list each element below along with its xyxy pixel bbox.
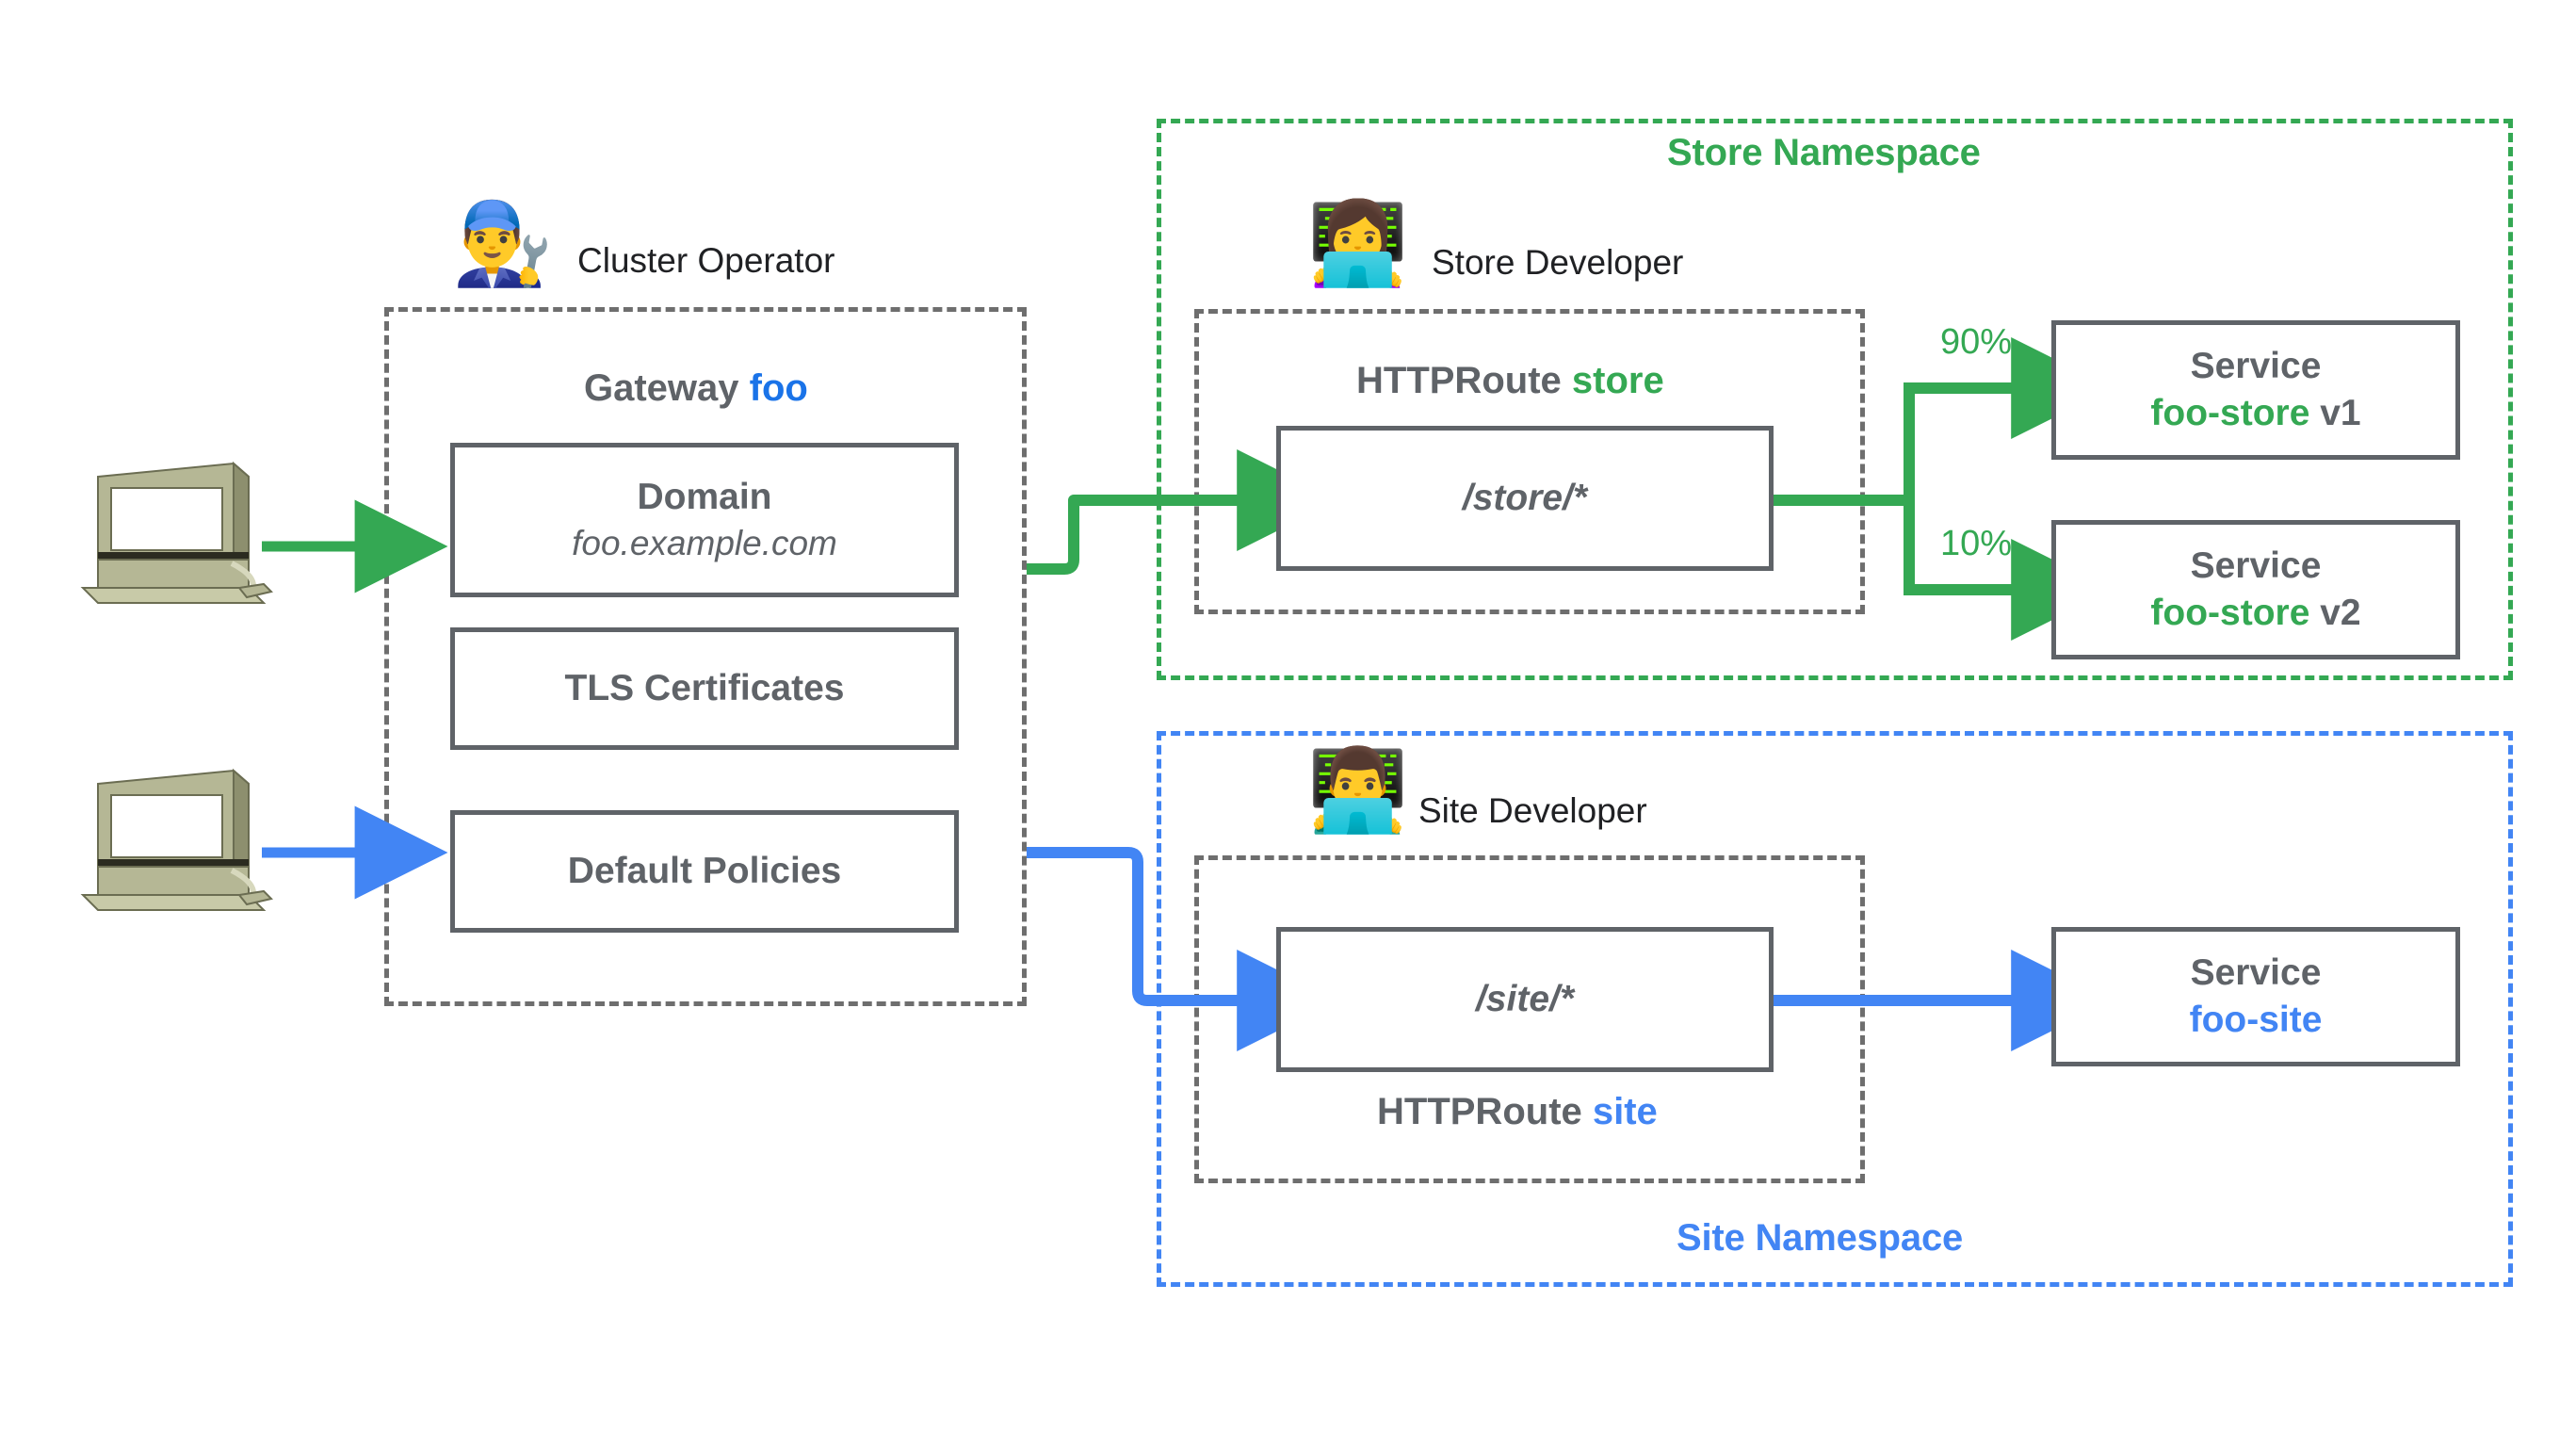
site-httproute-caption-prefix: HTTPRoute [1377, 1091, 1593, 1132]
gateway-item-default-policies[interactable]: Default Policies [450, 810, 959, 933]
site-httproute-caption: HTTPRoute site [1377, 1091, 1658, 1133]
site-namespace-container [1157, 731, 2513, 1287]
service-foo-store-v1-name-text: foo-store [2150, 393, 2310, 433]
desktop-computer-icon [80, 461, 273, 604]
service-foo-store-v1-title: Service [2190, 345, 2322, 386]
store-backend-v1-weight: 90% [1940, 322, 2013, 362]
gateway-item-policies-title: Default Policies [567, 850, 842, 891]
site-developer-avatar: 👨‍💻 [1307, 743, 1409, 837]
site-route-path-text: /site/* [1475, 978, 1575, 1019]
gateway-item-domain-title: Domain [637, 477, 772, 518]
site-httproute-group-box [1194, 855, 1865, 1183]
service-foo-store-v2-name-text: foo-store [2150, 593, 2310, 633]
store-httproute-caption-prefix: HTTPRoute [1356, 360, 1572, 401]
site-httproute-caption-name: site [1592, 1091, 1658, 1132]
service-foo-site-name-text: foo-site [2189, 1000, 2323, 1040]
service-foo-store-v2-name: foo-store v2 [2150, 592, 2360, 635]
store-namespace-label: Store Namespace [1667, 132, 1981, 173]
store-httproute-caption: HTTPRoute store [1356, 360, 1664, 402]
service-foo-store-v2[interactable]: Service foo-store v2 [2051, 520, 2460, 659]
service-foo-store-v1-version: v1 [2309, 393, 2361, 433]
service-foo-site-title: Service [2190, 951, 2322, 993]
gateway-group-box [384, 307, 1027, 1006]
service-foo-store-v2-title: Service [2190, 545, 2322, 586]
service-foo-site[interactable]: Service foo-site [2051, 927, 2460, 1066]
gateway-item-domain[interactable]: Domain foo.example.com [450, 443, 959, 597]
gateway-caption: Gateway foo [584, 367, 808, 410]
store-developer-avatar: 👩‍💻 [1307, 197, 1409, 291]
cluster-operator-label: Cluster Operator [577, 241, 835, 280]
client-computer-bottom [80, 768, 273, 911]
gateway-item-tls-title: TLS Certificates [564, 667, 845, 708]
store-route-path-box[interactable]: /store/* [1276, 426, 1774, 571]
store-httproute-caption-name: store [1571, 360, 1664, 401]
site-route-path-box[interactable]: /site/* [1276, 927, 1774, 1072]
site-developer-label: Site Developer [1418, 791, 1647, 830]
store-httproute-group-box [1194, 309, 1865, 614]
store-namespace-container [1157, 119, 2513, 680]
gateway-caption-name: foo [749, 367, 808, 409]
gateway-item-tls-certificates[interactable]: TLS Certificates [450, 627, 959, 750]
service-foo-store-v2-version: v2 [2309, 593, 2361, 633]
client-computer-top [80, 461, 273, 604]
gateway-item-domain-value: foo.example.com [572, 524, 837, 563]
store-developer-label: Store Developer [1432, 243, 1684, 282]
site-namespace-label: Site Namespace [1677, 1217, 1964, 1259]
service-foo-site-name: foo-site [2190, 999, 2323, 1042]
service-foo-store-v1-name: foo-store v1 [2150, 392, 2360, 435]
store-route-path-text: /store/* [1462, 477, 1588, 518]
desktop-computer-icon [80, 768, 273, 911]
cluster-operator-avatar: 👨‍🔧 [452, 197, 554, 291]
gateway-caption-prefix: Gateway [584, 367, 750, 409]
store-backend-v2-weight: 10% [1940, 524, 2013, 563]
service-foo-store-v1[interactable]: Service foo-store v1 [2051, 320, 2460, 460]
